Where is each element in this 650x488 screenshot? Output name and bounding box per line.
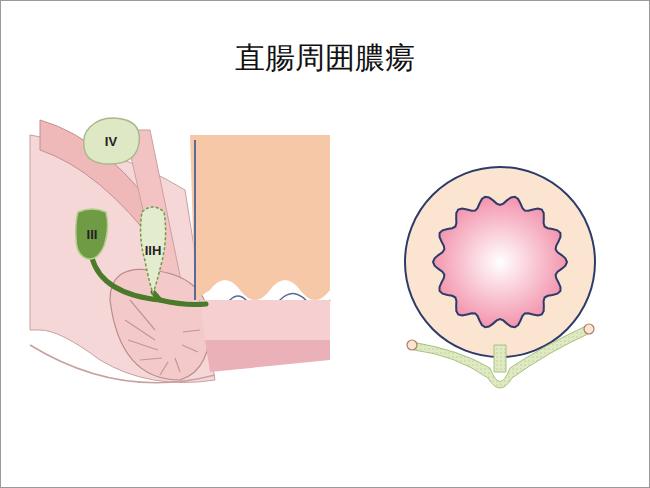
- callout-number: III: [87, 227, 98, 242]
- abscess-region: IV: [82, 117, 140, 165]
- title: 直腸周囲膿瘍: [0, 38, 650, 79]
- abscess-region: IIH: [136, 206, 170, 294]
- callout-number: IV: [105, 134, 117, 149]
- callout-number: IIH: [145, 243, 162, 258]
- abscess-region: III: [74, 208, 110, 260]
